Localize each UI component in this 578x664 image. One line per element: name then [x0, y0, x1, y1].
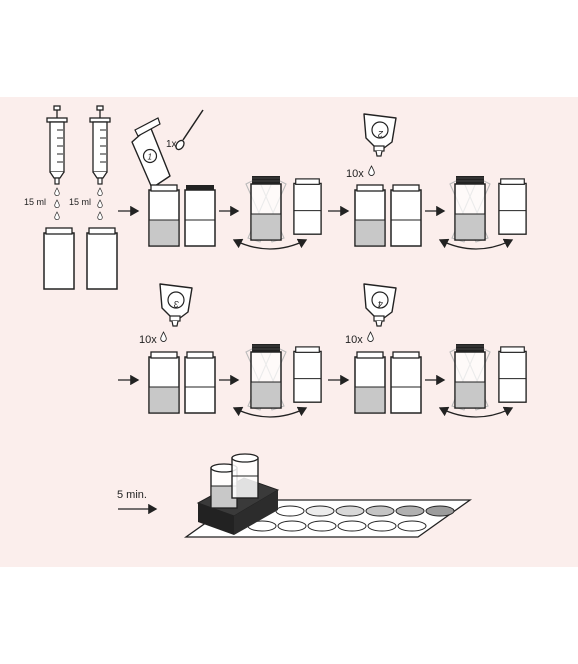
syringe-2-icon [89, 105, 111, 185]
shake-arrow-icon [234, 240, 306, 249]
drop-icon [54, 211, 60, 221]
spoon-icon [175, 109, 204, 151]
color-swatch [305, 505, 335, 517]
blank-swatch [337, 520, 367, 532]
color-swatch [275, 505, 305, 517]
reference-vial [390, 351, 422, 414]
shaking-vial [245, 343, 287, 411]
spoon-count-label: 1x [166, 139, 177, 150]
blank-swatch [367, 520, 397, 532]
blank-swatch [277, 520, 307, 532]
shake-arrow-icon [234, 408, 306, 417]
drop-icon [54, 199, 60, 209]
sample-vial [354, 184, 386, 247]
reagent-1-packet-icon: 1 [131, 117, 171, 189]
color-comparison-card [183, 499, 473, 538]
drop-icon [54, 187, 60, 197]
blank-swatch [397, 520, 427, 532]
empty-vial [86, 227, 118, 290]
volume-label-2: 15 ml [69, 197, 91, 207]
color-scale [247, 505, 455, 532]
reference-vial [184, 351, 216, 414]
color-swatch [425, 505, 455, 517]
shaking-vial [245, 175, 287, 243]
drop-icon [367, 331, 374, 342]
comparator-block [196, 453, 280, 535]
drops-label-3: 10x [345, 334, 363, 346]
time-label: 5 min. [117, 489, 147, 501]
step-number-2: 2 [378, 129, 384, 139]
sample-vial [354, 351, 386, 414]
reference-vial [293, 178, 322, 235]
color-swatch [335, 505, 365, 517]
empty-vial [43, 227, 75, 290]
syringe-1-icon [46, 105, 68, 185]
drop-icon [160, 331, 167, 342]
drop-icon [97, 187, 103, 197]
shaking-vial [449, 343, 491, 411]
reference-vial [390, 184, 422, 247]
drop-icon [97, 199, 103, 209]
step-number-1: 1 [148, 153, 152, 162]
step-number-4: 4 [378, 299, 383, 309]
drop-icon [97, 211, 103, 221]
shaking-vial [449, 175, 491, 243]
drop-icon [368, 165, 375, 176]
reference-vial [293, 346, 322, 403]
volume-label-1: 15 ml [24, 197, 46, 207]
blank-swatch [307, 520, 337, 532]
reference-vial [498, 346, 527, 403]
drops-label-1: 10x [346, 168, 364, 180]
sample-vial [148, 351, 180, 414]
color-swatch [365, 505, 395, 517]
reference-vial [184, 184, 216, 247]
reference-vial [498, 178, 527, 235]
color-swatch [395, 505, 425, 517]
step-number-3: 3 [174, 299, 179, 309]
drops-label-2: 10x [139, 334, 157, 346]
sample-vial [148, 184, 180, 247]
